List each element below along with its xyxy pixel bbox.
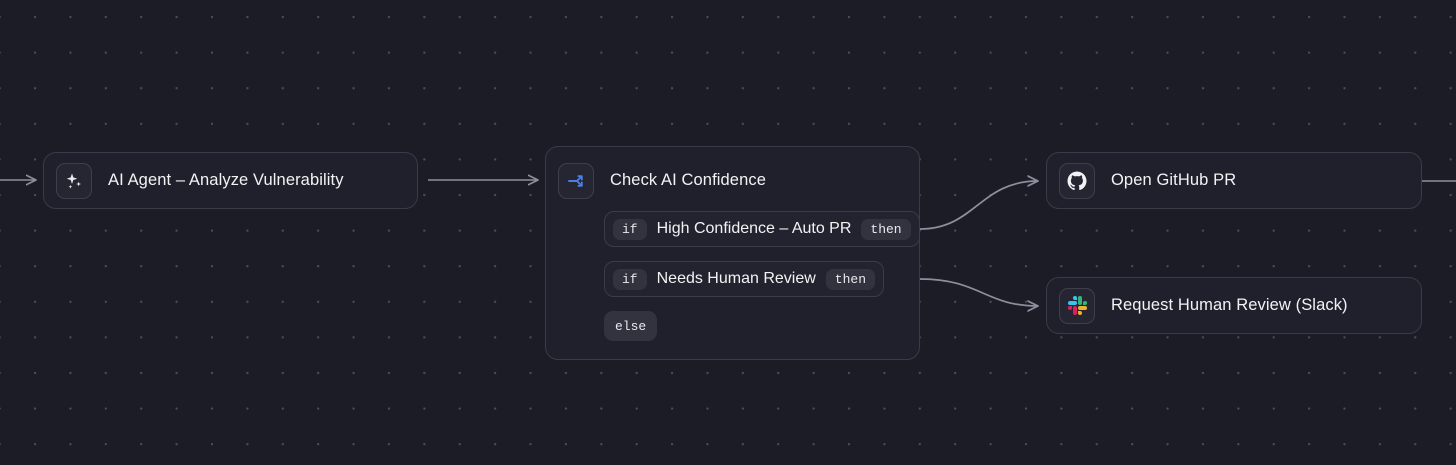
node-open-github-pr[interactable]: Open GitHub PR [1046, 152, 1422, 209]
else-branch-chip[interactable]: else [604, 311, 658, 341]
then-chip: then [825, 268, 876, 290]
branch-header: Check AI Confidence [546, 152, 919, 209]
node-title: Request Human Review (Slack) [1111, 296, 1348, 314]
condition-label: Needs Human Review [656, 270, 816, 287]
github-icon [1059, 162, 1095, 199]
node-check-ai-confidence[interactable]: Check AI Confidence if High Confidence –… [545, 146, 920, 360]
node-title: Open GitHub PR [1111, 171, 1237, 189]
condition-row[interactable]: if Needs Human Review then [604, 261, 885, 297]
node-title: AI Agent – Analyze Vulnerability [108, 171, 344, 189]
branch-split-icon [558, 162, 594, 199]
if-chip: if [613, 268, 647, 290]
condition-row[interactable]: if High Confidence – Auto PR then [604, 211, 920, 247]
condition-label: High Confidence – Auto PR [656, 220, 852, 237]
node-title: Check AI Confidence [610, 171, 766, 189]
slack-icon [1059, 287, 1095, 324]
node-ai-agent[interactable]: AI Agent – Analyze Vulnerability [43, 152, 418, 209]
else-label: else [615, 319, 647, 334]
node-request-human-review-slack[interactable]: Request Human Review (Slack) [1046, 277, 1422, 334]
then-chip: then [861, 218, 911, 240]
if-chip: if [613, 218, 647, 240]
sparkle-icon [56, 162, 92, 199]
